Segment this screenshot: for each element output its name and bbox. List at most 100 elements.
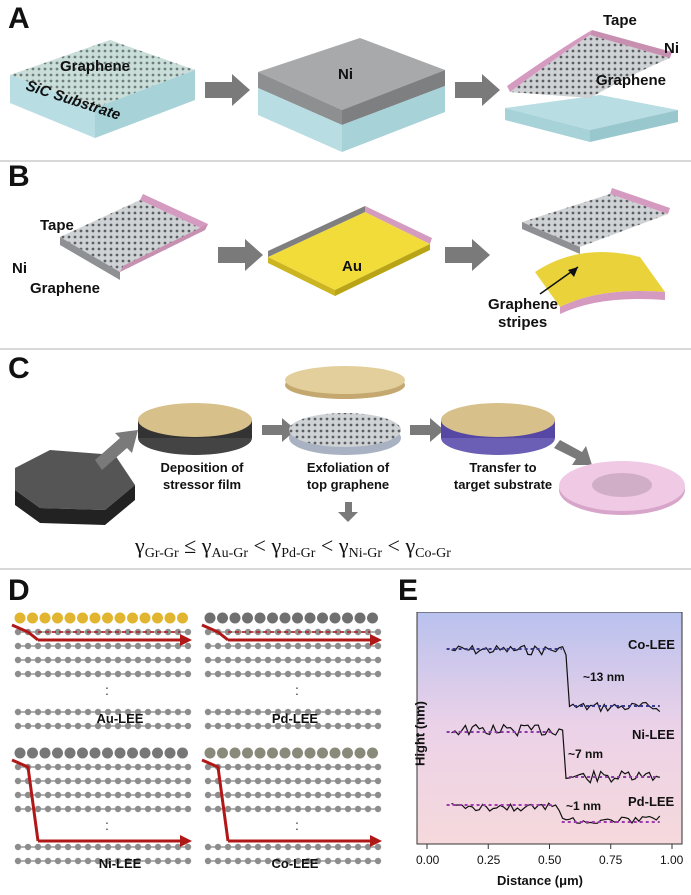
au-metal-atom	[39, 612, 51, 624]
ni-carbon-atom	[44, 843, 52, 851]
ni-carbon-atom	[134, 777, 142, 785]
ni-carbon-atom	[104, 843, 112, 851]
pd-carbon-atom	[234, 708, 242, 716]
stressor-disk-1	[138, 403, 252, 455]
ni-carbon-atom	[124, 857, 132, 865]
label-stripes-1: Graphene	[488, 296, 559, 313]
au-metal-atom	[177, 612, 188, 624]
ni-carbon-atom	[144, 805, 152, 813]
ni-carbon-atom	[144, 857, 152, 865]
co-carbon-atom	[334, 805, 342, 813]
label-tape-b: Tape	[40, 217, 74, 234]
co-carbon-atom	[364, 843, 372, 851]
co-crack-path	[201, 758, 230, 842]
pd-carbon-atom	[304, 722, 312, 730]
pd-carbon-atom	[274, 708, 282, 716]
co-carbon-atom	[234, 777, 242, 785]
pd-carbon-atom	[224, 708, 232, 716]
au-carbon-atom	[124, 670, 132, 678]
ni-carbon-atom	[164, 805, 172, 813]
ni-carbon-atom	[44, 805, 52, 813]
pd-carbon-atom	[334, 722, 342, 730]
au-carbon-atom	[74, 708, 82, 716]
ni-carbon-atom	[54, 843, 62, 851]
au-carbon-atom	[44, 708, 52, 716]
co-carbon-atom	[254, 791, 262, 799]
co-carbon-atom	[324, 777, 332, 785]
ni-carbon-atom	[14, 791, 22, 799]
pd-carbon-atom	[364, 708, 372, 716]
ni-trace	[451, 723, 661, 784]
pd-carbon-atom	[324, 656, 332, 664]
pd-carbon-atom	[374, 656, 382, 664]
au-metal-atom	[77, 612, 88, 624]
au-carbon-atom	[114, 642, 122, 650]
pd-carbon-atom	[314, 670, 322, 678]
co-carbon-atom	[374, 805, 382, 813]
co-carbon-atom	[344, 857, 352, 865]
au-carbon-atom	[84, 656, 92, 664]
ni-carbon-atom	[14, 843, 22, 851]
pd-carbon-atom	[284, 656, 292, 664]
ni-carbon-atom	[34, 791, 42, 799]
co-carbon-atom	[204, 763, 212, 771]
ni-carbon-atom	[14, 777, 22, 785]
pd-arrowhead	[370, 634, 382, 646]
label-ni-lee: Ni-LEE	[98, 856, 142, 871]
au-carbon-atom	[184, 670, 192, 678]
pd-carbon-atom	[374, 670, 382, 678]
pd-carbon-atom	[224, 656, 232, 664]
ni-carbon-atom	[134, 843, 142, 851]
ni-carbon-atom	[184, 843, 192, 851]
co-carbon-atom	[234, 805, 242, 813]
pd-carbon-atom	[344, 670, 352, 678]
pd-carbon-atom	[374, 642, 382, 650]
pd-carbon-atom	[294, 656, 302, 664]
xtick-4: 1.00	[660, 853, 684, 867]
au-carbon-atom	[84, 722, 92, 730]
panel-label-d: D	[8, 574, 30, 607]
co-carbon-atom	[344, 843, 352, 851]
co-carbon-atom	[224, 805, 232, 813]
co-carbon-atom	[264, 843, 272, 851]
pd-carbon-atom	[324, 722, 332, 730]
co-metal-atom	[354, 747, 366, 759]
pd-carbon-atom	[334, 656, 342, 664]
co-metal-atom	[217, 747, 228, 759]
co-carbon-atom	[274, 763, 282, 771]
xtick-2: 0.50	[538, 853, 562, 867]
au-carbon-atom	[114, 722, 122, 730]
au-carbon-atom	[184, 628, 192, 636]
ni-carbon-atom	[164, 777, 172, 785]
ni-metal-atom	[39, 747, 51, 759]
pd-carbon-atom	[304, 656, 312, 664]
xtick-0: 0.00	[416, 853, 440, 867]
transfer-disk	[441, 403, 555, 455]
ni-carbon-atom	[84, 805, 92, 813]
au-carbon-atom	[104, 642, 112, 650]
ni-metal-atom	[139, 747, 151, 759]
ni-carbon-atom	[84, 843, 92, 851]
co-carbon-atom	[254, 857, 262, 865]
co-carbon-atom	[224, 763, 232, 771]
co-carbon-atom	[324, 763, 332, 771]
ni-carbon-atom	[154, 777, 162, 785]
ni-carbon-atom	[104, 777, 112, 785]
au-carbon-atom	[44, 656, 52, 664]
co-carbon-atom	[294, 805, 302, 813]
au-carbon-atom	[174, 722, 182, 730]
co-carbon-atom	[284, 843, 292, 851]
pd-carbon-atom	[274, 642, 282, 650]
co-metal-atom	[204, 747, 216, 759]
ni-carbon-atom	[124, 843, 132, 851]
co-carbon-atom	[254, 763, 262, 771]
au-carbon-atom	[74, 670, 82, 678]
pd-ellipsis: :	[295, 682, 299, 698]
co-carbon-atom	[304, 763, 312, 771]
arrow-c1	[95, 430, 138, 470]
au-carbon-atom	[14, 722, 22, 730]
co-carbon-atom	[264, 777, 272, 785]
au-carbon-atom	[54, 722, 62, 730]
au-metal-atom	[27, 612, 38, 624]
arrow-b1	[218, 239, 263, 271]
